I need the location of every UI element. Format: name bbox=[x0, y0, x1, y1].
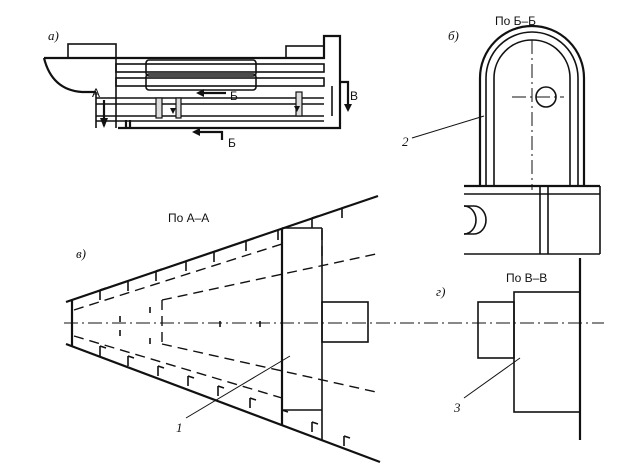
main-frame bbox=[44, 34, 342, 130]
u-frame-outer bbox=[478, 24, 586, 186]
section-mark-a: А bbox=[92, 86, 100, 100]
wedge-upper-edge bbox=[65, 194, 379, 304]
upper-roller bbox=[145, 59, 257, 77]
shaft-block bbox=[321, 301, 369, 343]
callout-3: 3 bbox=[453, 400, 461, 415]
middle-roller bbox=[145, 73, 257, 91]
pin-hole bbox=[535, 86, 557, 108]
upper-stiffeners bbox=[99, 205, 349, 300]
wedge-lower-edge bbox=[65, 342, 381, 464]
panel-a-side-view: а) А Б Б bbox=[42, 28, 358, 150]
section-mark-v: В bbox=[350, 89, 358, 103]
callout-1: 1 bbox=[176, 420, 183, 435]
left-top-block bbox=[67, 43, 117, 59]
large-block bbox=[513, 291, 581, 413]
rail-profile bbox=[464, 205, 487, 235]
panel-label-b: б) bbox=[448, 28, 459, 43]
callout-2: 2 bbox=[402, 134, 409, 149]
section-title-bb: По Б–Б bbox=[495, 14, 536, 28]
panel-label-a: а) bbox=[48, 28, 59, 43]
panel-label-v: в) bbox=[76, 246, 86, 261]
lower-stiffeners bbox=[99, 345, 351, 446]
panel-v-section-aa: в) По А–А 1 bbox=[64, 194, 604, 464]
left-curved-end bbox=[42, 57, 96, 94]
section-mark-b-upper: Б bbox=[230, 89, 238, 103]
section-mark-b-lower: Б bbox=[228, 136, 236, 150]
section-title-aa: По А–А bbox=[168, 211, 209, 225]
panel-label-g: г) bbox=[436, 284, 445, 299]
panel-b-section-bb: б) По Б–Б 2 bbox=[402, 14, 601, 255]
small-block bbox=[477, 301, 515, 359]
panel-g-section-vv: г) По В–В 3 bbox=[436, 258, 582, 440]
section-title-vv: По В–В bbox=[506, 271, 547, 285]
right-top-block bbox=[285, 45, 325, 59]
